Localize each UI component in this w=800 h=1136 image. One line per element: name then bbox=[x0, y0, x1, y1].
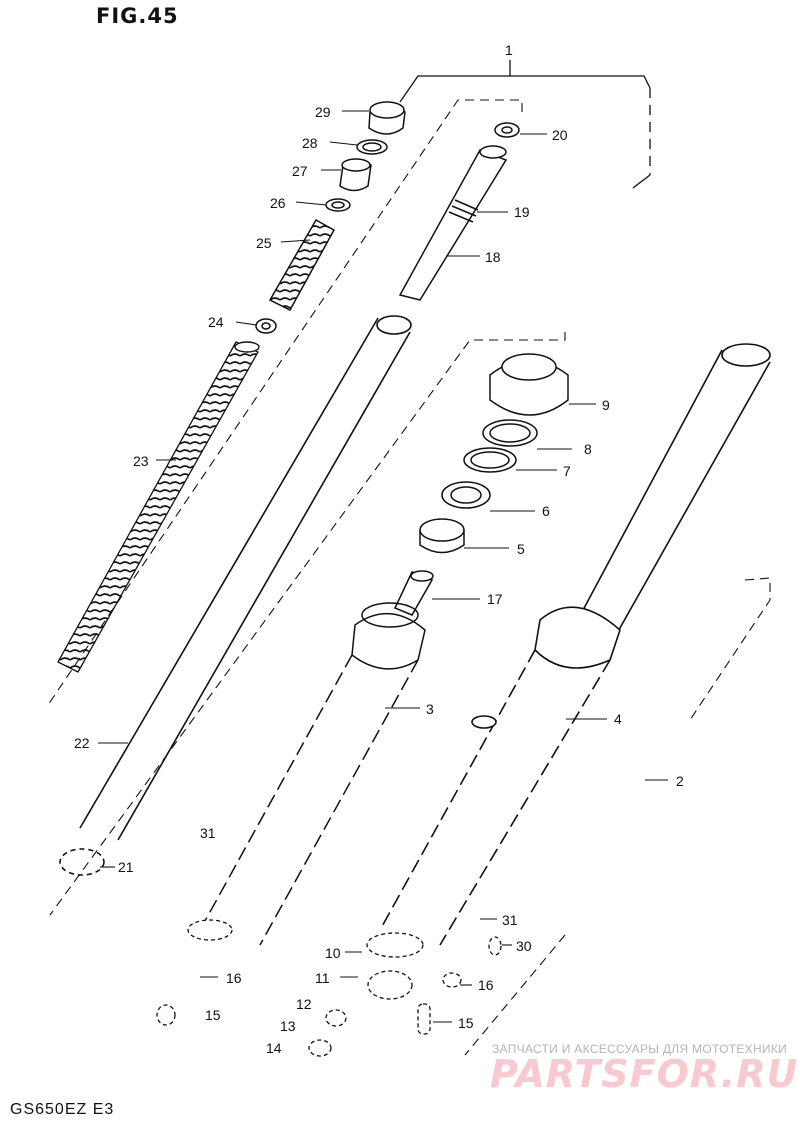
callout-16-left: 16 bbox=[226, 970, 242, 986]
callout-18: 18 bbox=[485, 249, 501, 265]
callout-9: 9 bbox=[602, 397, 610, 413]
inner-tube bbox=[59, 315, 412, 876]
damper-rod bbox=[398, 122, 520, 301]
callout-30: 30 bbox=[516, 938, 532, 954]
callout-14: 14 bbox=[266, 1040, 282, 1056]
fork-spring bbox=[57, 341, 260, 673]
callout-17: 17 bbox=[487, 591, 503, 607]
callout-22: 22 bbox=[74, 735, 90, 751]
callout-27: 27 bbox=[292, 163, 308, 179]
small-hardware bbox=[156, 919, 502, 1057]
callout-4: 4 bbox=[614, 711, 622, 727]
callout-28: 28 bbox=[302, 135, 318, 151]
callout-1: 1 bbox=[505, 42, 513, 58]
callout-31-right: 31 bbox=[502, 912, 518, 928]
callout-31-left: 31 bbox=[200, 825, 216, 841]
outer-tube-left bbox=[199, 602, 426, 946]
callout-20: 20 bbox=[552, 127, 568, 143]
cap-stack bbox=[255, 101, 406, 334]
assembly-bracket bbox=[399, 60, 651, 189]
leader-lines bbox=[98, 110, 668, 1023]
callout-13: 13 bbox=[280, 1018, 296, 1034]
callout-16-right: 16 bbox=[478, 977, 494, 993]
callout-15-left: 15 bbox=[205, 1007, 221, 1023]
callout-19: 19 bbox=[514, 204, 530, 220]
callout-26: 26 bbox=[270, 195, 286, 211]
callout-10: 10 bbox=[325, 945, 341, 961]
outer-tube-right bbox=[379, 343, 771, 946]
watermark-caption: ЗАПЧАСТИ И АКСЕССУАРЫ ДЛЯ МОТОТЕХНИКИ bbox=[492, 1042, 788, 1056]
callout-15-right: 15 bbox=[458, 1015, 474, 1031]
callout-23: 23 bbox=[133, 453, 149, 469]
callout-3: 3 bbox=[426, 701, 434, 717]
callout-8: 8 bbox=[584, 441, 592, 457]
model-code: GS650EZ E3 bbox=[10, 1101, 115, 1118]
callout-29: 29 bbox=[315, 104, 331, 120]
watermark-logo: PARTSFOR.RU bbox=[490, 1052, 799, 1096]
callout-2: 2 bbox=[676, 773, 684, 789]
seal-stack bbox=[419, 353, 569, 554]
callout-24: 24 bbox=[208, 314, 224, 330]
callout-6: 6 bbox=[542, 503, 550, 519]
callout-12: 12 bbox=[296, 996, 312, 1012]
callout-11: 11 bbox=[315, 970, 330, 986]
figure-title: FIG.45 bbox=[96, 4, 179, 28]
callout-7: 7 bbox=[563, 463, 571, 479]
connector-lines bbox=[47, 99, 771, 1056]
callout-21: 21 bbox=[118, 859, 134, 875]
callout-labels: 1 29 28 27 26 25 24 23 22 21 20 19 18 9 … bbox=[74, 42, 684, 1056]
callout-25: 25 bbox=[256, 235, 272, 251]
callout-5: 5 bbox=[517, 541, 525, 557]
